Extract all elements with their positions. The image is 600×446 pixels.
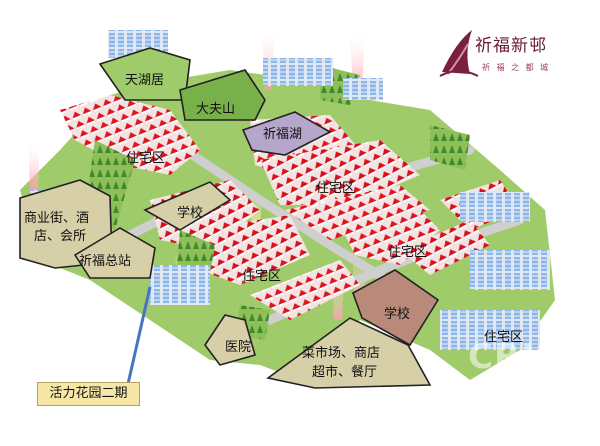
market-zone [266, 317, 432, 389]
label-commerce-line1: 商业街、酒 [24, 211, 89, 226]
school-zone-1 [143, 181, 232, 231]
brand-subtitle: 祈 福 之 都 城 [482, 63, 551, 72]
label-commerce-line2: 店、会所 [34, 229, 86, 244]
label-hospital: 医院 [225, 340, 251, 355]
label-market-line1: 菜市场、商店 [302, 345, 380, 361]
watermark-sub: 房产测评 [482, 403, 579, 428]
label-residential-2: 住宅区 [316, 181, 355, 196]
label-qifuhu: 祈福湖 [263, 127, 302, 142]
label-residential-4: 住宅区 [242, 269, 281, 284]
residential-blocks [60, 95, 520, 320]
brand-logo-icon [439, 30, 479, 77]
label-qifu-station: 祈福总站 [79, 254, 131, 269]
qifuhu-zone [241, 111, 332, 156]
tianhuju-zone [98, 47, 191, 101]
hospital-zone [204, 314, 256, 366]
brand-name: 祈福新邨 [475, 36, 547, 56]
label-dafushan: 大夫山 [196, 102, 235, 117]
label-tianhuju: 天湖居 [125, 73, 164, 88]
label-residential-5: 住宅区 [484, 330, 523, 345]
callout-pointer [126, 286, 152, 385]
watermark-main: CRIC [468, 337, 561, 377]
zone-outlines [19, 47, 440, 389]
label-residential-3: 住宅区 [388, 245, 427, 260]
label-market-line2: 超市、餐厅 [312, 364, 377, 380]
label-school-1: 学校 [177, 205, 203, 221]
map-labels: 天湖居 大夫山 祈福湖 住宅区 住宅区 住宅区 住宅区 住宅区 商业街、酒 店、… [24, 73, 523, 380]
label-residential-1: 住宅区 [126, 151, 165, 166]
qifu-station-zone [73, 227, 156, 279]
callout-label-vitality-garden-phase2: 活力花园二期 [37, 382, 140, 406]
dafushan-zone [179, 69, 266, 121]
school-zone-2 [352, 269, 440, 347]
label-school-2: 学校 [384, 306, 410, 322]
